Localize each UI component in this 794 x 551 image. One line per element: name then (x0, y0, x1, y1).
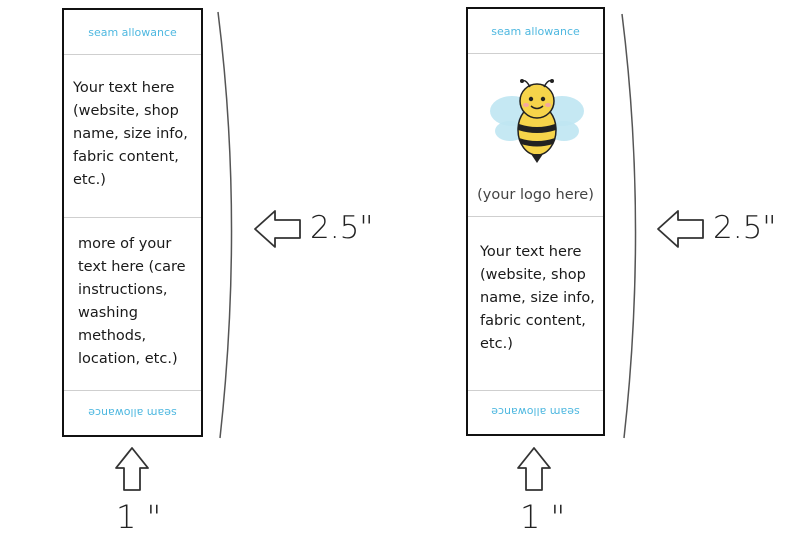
label-panel-right: seam allowance (your logo here) Your tex… (466, 7, 605, 436)
label-text-bottom: more of your text here (care instruction… (78, 236, 186, 367)
fold-line-bottom (64, 390, 201, 391)
label-text-top: Your text here (website, shop name, size… (73, 80, 188, 188)
brace-curve-icon (217, 11, 233, 439)
fold-line-bottom (468, 390, 603, 391)
brace-curve-icon (621, 13, 637, 439)
bee-logo-icon (490, 79, 584, 163)
seam-allowance-top: seam allowance (491, 25, 580, 38)
fold-line-middle (64, 217, 201, 218)
width-dimension-label: 1 " (520, 498, 566, 536)
height-dimension-label: 2.5" (713, 210, 777, 246)
seam-allowance-top: seam allowance (88, 26, 177, 39)
arrow-left-icon (254, 210, 301, 248)
height-dimension-label: 2.5" (310, 210, 374, 246)
arrow-up-icon (517, 447, 551, 491)
seam-allowance-bottom: seam allowance (88, 406, 177, 419)
arrow-left-icon (657, 210, 704, 248)
logo-caption: (your logo here) (477, 187, 594, 203)
arrow-up-icon (115, 447, 149, 491)
fold-line-top (64, 54, 201, 55)
label-text-bottom: Your text here (website, shop name, size… (480, 244, 595, 352)
fold-line-top (468, 53, 603, 54)
label-panel-left: seam allowance Your text here (website, … (62, 8, 203, 437)
fold-line-middle (468, 216, 603, 217)
seam-allowance-bottom: seam allowance (491, 405, 580, 418)
width-dimension-label: 1 " (116, 498, 162, 536)
